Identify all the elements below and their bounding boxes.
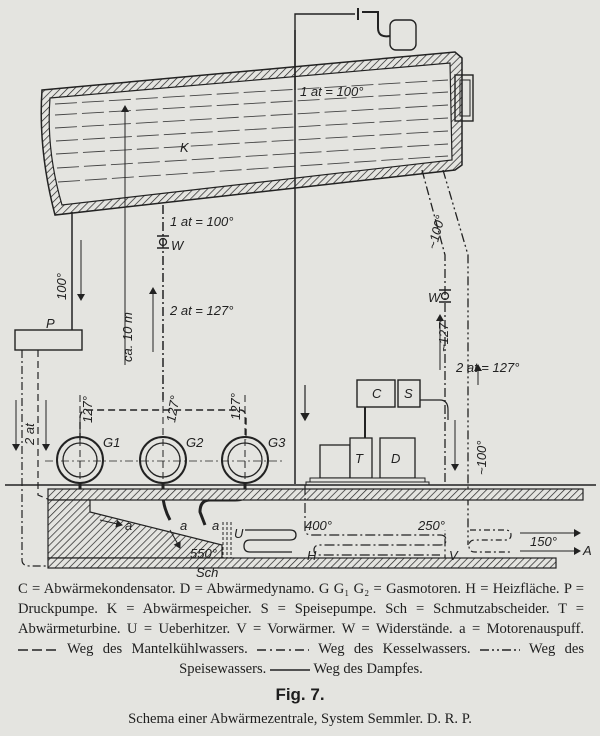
height-label: ca. 10 m <box>120 312 135 362</box>
legend-item: Sch = Schmutzabscheider. <box>385 601 550 617</box>
left-pipe-temp: 100° <box>54 273 69 300</box>
resistor-label-center: W <box>171 238 185 253</box>
turbine-dynamo-set <box>305 437 430 486</box>
preheater-coil <box>468 529 512 553</box>
dirt-separator-label: Sch <box>196 565 218 578</box>
pump-label: P <box>46 316 55 331</box>
figure-legend: C = Abwärmekondensator. D = Abwärmedynam… <box>18 579 584 679</box>
motor3-label: G3 <box>268 435 286 450</box>
tank-top-pressure-label: 1 at = 100° <box>300 84 363 99</box>
motor1-label: G1 <box>103 435 120 450</box>
left-pressure-label: 2 at <box>22 422 37 446</box>
steam-line-key <box>269 668 310 671</box>
condenser <box>356 379 396 408</box>
jacket-water-line <box>37 350 51 501</box>
right-temp-lower: ~127° <box>436 318 451 352</box>
right-temp-upper: ~100° <box>424 214 447 251</box>
heating-surface-label: H <box>307 548 317 563</box>
temp-150-label: 150° <box>530 534 557 549</box>
heating-surface-coil <box>304 485 447 556</box>
dynamo-label: D <box>391 451 400 466</box>
motor3-temp: 127° <box>228 393 243 420</box>
resistor-label-right: W <box>428 290 442 305</box>
condenser-label: C <box>372 386 382 401</box>
power-plant-schematic: 1 at = 100° K ca. 10 m 100° P 2 at 1 at … <box>5 8 596 578</box>
outlet-label: A <box>582 543 592 558</box>
motor1-temp: 127° <box>80 396 95 423</box>
legend-item: K = Abwärmespeicher. <box>106 601 252 617</box>
legend-item: W = Widerstände. <box>341 621 453 637</box>
legend-item: U = Ueberhitzer. <box>126 621 231 637</box>
pressure-pump <box>14 329 83 351</box>
turbine-label: T <box>355 451 364 466</box>
legend-item: G G₁ G₂ = Gasmotoren. <box>318 581 462 597</box>
heat-storage-tank <box>40 51 474 216</box>
exhaust-label-3: a <box>212 518 219 533</box>
flue-channel-top <box>47 488 584 501</box>
legend-item: V = Vorwärmer. <box>236 621 336 637</box>
legend-item: H = Heizfläche. <box>465 581 560 597</box>
figure-number: Fig. 7. <box>275 685 325 704</box>
boiler-water-line <box>21 350 446 567</box>
legend-line-key: Weg des Kesselwassers. <box>318 641 471 657</box>
superheater-label: U <box>234 526 244 541</box>
jacket-water-line-key <box>18 648 58 651</box>
feed-line <box>420 399 449 420</box>
temp-400-label: 400° <box>305 518 332 533</box>
right-feed-pipe <box>442 169 469 545</box>
feed-pump <box>397 379 421 408</box>
legend-item: P = Druckpumpe. <box>18 581 585 617</box>
feed-pump-label: S <box>404 386 413 401</box>
legend-item: C = Abwärmekondensator. <box>18 581 176 597</box>
flue-channel-bottom <box>47 557 557 569</box>
legend-line-key: Weg des Speisewassers. <box>179 641 585 677</box>
legend-item: D = Abwärmedynamo. <box>179 581 315 597</box>
exhaust-arrow <box>99 519 123 528</box>
exhaust-label-2: a <box>180 518 187 533</box>
temp-250-label: 250° <box>417 518 445 533</box>
tank-label: K <box>180 140 190 155</box>
exhaust-label-1: a <box>125 518 132 533</box>
resistor-valve-center <box>157 235 169 249</box>
legend-item: T = Abwärmeturbine. <box>18 601 584 637</box>
legend-line-key: Weg des Mantelkühlwassers. <box>67 641 248 657</box>
right-return-temp: ~100° <box>474 441 489 475</box>
figure-caption: Schema einer Abwärmezentrale, System Sem… <box>128 711 472 727</box>
legend-line-key: Weg des Dampfes. <box>313 661 423 677</box>
preheater-label: V <box>449 548 459 563</box>
boiler-water-line-key <box>257 648 310 651</box>
right-pressure: 2 at = 127° <box>455 360 519 375</box>
jacket-water-collector <box>79 409 247 440</box>
motor2-temp: 127° <box>163 394 182 423</box>
exhaust-arrow <box>169 529 181 549</box>
right-return-pipe <box>421 169 446 485</box>
feed-water-line-key <box>479 648 520 651</box>
dirt-separator <box>222 522 232 558</box>
temp-550-label: 550° <box>190 546 217 561</box>
center-lower-pressure: 2 at = 127° <box>169 303 233 318</box>
resistor-valve-right <box>439 289 451 303</box>
center-upper-pressure: 1 at = 100° <box>170 214 233 229</box>
legend-item: S = Speisepumpe. <box>260 601 377 617</box>
motor2-label: G2 <box>186 435 204 450</box>
superheater-coil <box>243 529 297 553</box>
legend-item: a = Motorenauspuff. <box>459 621 584 637</box>
